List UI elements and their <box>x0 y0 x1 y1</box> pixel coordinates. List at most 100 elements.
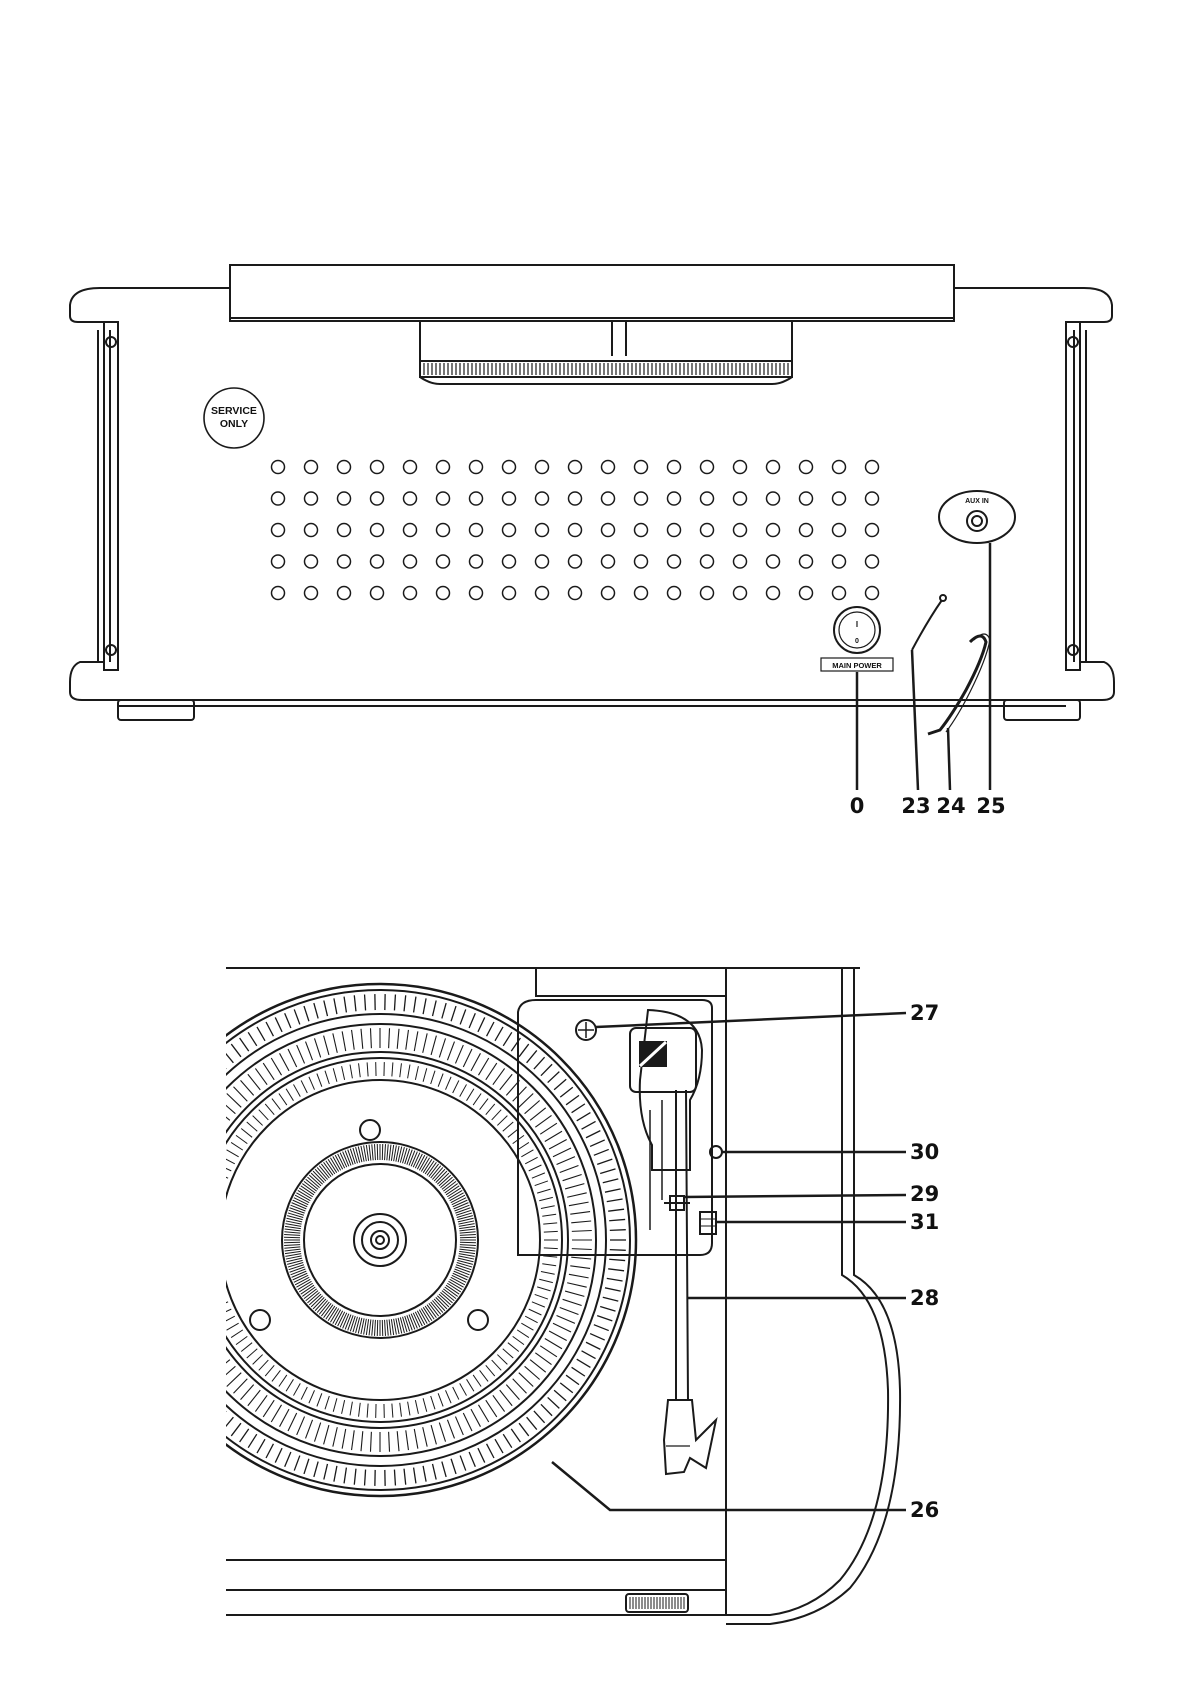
speaker-grille <box>272 461 879 600</box>
grille-hole <box>437 461 450 474</box>
grille-hole <box>635 524 648 537</box>
grille-hole <box>503 461 516 474</box>
grille-hole <box>470 587 483 600</box>
leader-line-26 <box>552 1462 906 1510</box>
grille-hole <box>305 587 318 600</box>
grille-hole <box>668 461 681 474</box>
grille-hole <box>602 524 615 537</box>
grille-hole <box>338 555 351 568</box>
grille-hole <box>602 587 615 600</box>
top-view-diagram <box>124 968 900 1624</box>
right-foot <box>1004 700 1080 720</box>
grille-hole <box>767 524 780 537</box>
grille-hole <box>602 555 615 568</box>
grille-hole <box>833 587 846 600</box>
grille-hole <box>734 492 747 505</box>
cabinet-top-edge <box>70 288 230 322</box>
tonearm[interactable] <box>676 1090 688 1400</box>
callout-30: 30 <box>910 1140 939 1164</box>
grille-hole <box>800 524 813 537</box>
callout-31: 31 <box>910 1210 939 1234</box>
grille-hole <box>866 524 879 537</box>
grille-hole <box>569 524 582 537</box>
grille-hole <box>866 492 879 505</box>
grille-hole <box>734 524 747 537</box>
grille-hole <box>734 461 747 474</box>
grille-hole <box>536 555 549 568</box>
grille-hole <box>668 492 681 505</box>
grille-hole <box>602 492 615 505</box>
callout-23: 23 <box>901 794 930 818</box>
grille-hole <box>338 524 351 537</box>
auto-stop-switch[interactable] <box>700 1212 716 1234</box>
rear-view-diagram <box>70 265 1114 790</box>
lid-hinge-rail <box>726 968 888 1615</box>
grille-hole <box>668 587 681 600</box>
grille-hole <box>305 492 318 505</box>
grille-hole <box>866 461 879 474</box>
grille-hole <box>437 587 450 600</box>
grille-hole <box>272 524 285 537</box>
grille-hole <box>503 524 516 537</box>
tonearm-pivot-housing <box>640 1010 702 1170</box>
grille-hole <box>470 524 483 537</box>
grille-hole <box>503 492 516 505</box>
grille-hole <box>701 555 714 568</box>
grille-hole <box>503 555 516 568</box>
grille-hole <box>833 524 846 537</box>
grille-hole <box>833 492 846 505</box>
grille-hole <box>734 587 747 600</box>
grille-hole <box>635 461 648 474</box>
callout-28: 28 <box>910 1286 939 1310</box>
grille-hole <box>569 492 582 505</box>
tonearm-base-plate <box>518 1000 712 1255</box>
grille-hole <box>569 555 582 568</box>
fm-antenna-wire <box>912 600 942 650</box>
grille-hole <box>338 461 351 474</box>
grille-hole <box>602 461 615 474</box>
leader-line-29 <box>684 1195 906 1197</box>
main-power-label: MAIN POWER <box>832 661 882 670</box>
grille-hole <box>833 461 846 474</box>
service-label-line2: ONLY <box>220 418 248 430</box>
lid-top <box>230 265 954 321</box>
grille-hole <box>470 461 483 474</box>
grille-hole <box>569 587 582 600</box>
grille-hole <box>503 587 516 600</box>
grille-hole <box>404 461 417 474</box>
grille-hole <box>371 524 384 537</box>
grille-hole <box>404 524 417 537</box>
grille-hole <box>305 461 318 474</box>
grille-hole <box>272 461 285 474</box>
grille-hole <box>404 555 417 568</box>
grille-hole <box>272 492 285 505</box>
grille-hole <box>404 492 417 505</box>
left-foot <box>118 700 194 720</box>
power-symbol-off: 0 <box>855 638 859 645</box>
grille-hole <box>371 492 384 505</box>
grille-hole <box>536 492 549 505</box>
mains-power-cord[interactable] <box>928 636 986 734</box>
grille-hole <box>800 555 813 568</box>
callout-25: 25 <box>976 794 1005 818</box>
grille-hole <box>668 524 681 537</box>
platter <box>124 984 636 1496</box>
callout-29: 29 <box>910 1182 939 1206</box>
grille-hole <box>800 492 813 505</box>
leader-line-23 <box>912 650 918 790</box>
grille-hole <box>701 492 714 505</box>
grille-hole <box>569 461 582 474</box>
callout-24: 24 <box>936 794 965 818</box>
grille-hole <box>635 587 648 600</box>
main-power-switch[interactable] <box>834 607 880 653</box>
grille-hole <box>734 555 747 568</box>
grille-hole <box>371 461 384 474</box>
grille-hole <box>800 461 813 474</box>
leader-line-27 <box>596 1013 906 1027</box>
leader-line-24 <box>948 728 950 790</box>
headshell[interactable] <box>664 1400 716 1474</box>
grille-hole <box>305 524 318 537</box>
grille-hole <box>272 587 285 600</box>
grille-hole <box>536 587 549 600</box>
